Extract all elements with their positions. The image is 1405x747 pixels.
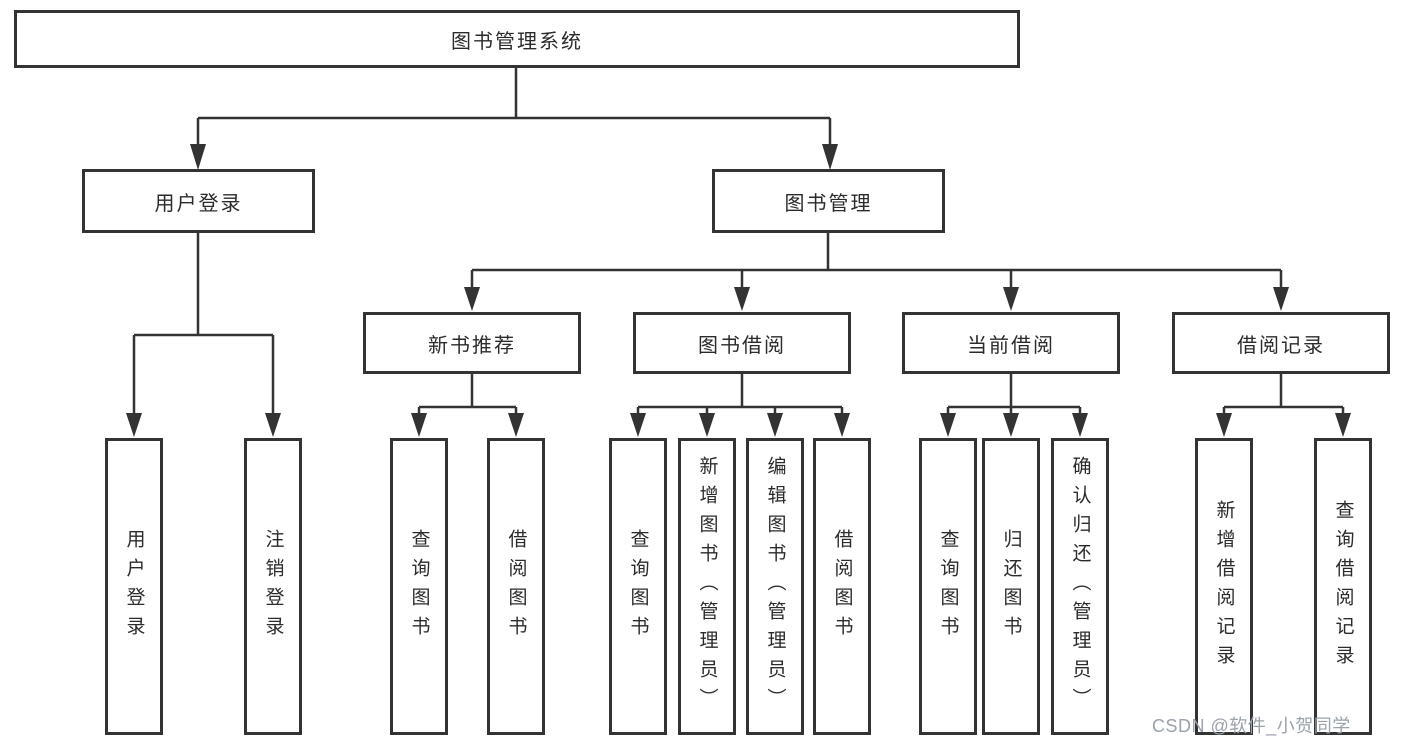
leaf-add-borrow-record: 新增借阅记录 [1195,438,1253,735]
node-new-book-recommendation-label: 新书推荐 [428,334,516,357]
node-current-borrowing-label: 当前借阅 [967,334,1055,357]
node-borrowing-records-label: 借阅记录 [1237,334,1325,357]
node-new-book-recommendation: 新书推荐 [363,312,581,374]
node-current-borrowing: 当前借阅 [902,312,1120,374]
leaf-user-login: 用户登录 [105,438,163,735]
leaf-query-books-current-label: 查询图书 [937,528,959,645]
leaf-add-book-admin: 新增图书（管理员） [678,438,736,735]
leaf-query-books-recommend-label: 查询图书 [408,528,430,645]
watermark: CSDN @软件_小贺同学 [1152,716,1351,736]
leaf-query-borrow-record: 查询借阅记录 [1314,438,1372,735]
node-system-root-label: 图书管理系统 [451,30,583,53]
leaf-query-books-current: 查询图书 [919,438,977,735]
leaf-borrow-books-recommend: 借阅图书 [487,438,545,735]
leaf-query-books-borrowing-label: 查询图书 [627,528,649,645]
leaf-logout-label: 注销登录 [262,528,284,645]
connector-borrowing-records-children [1222,374,1345,419]
arrowheads-new-book-children [411,413,524,437]
connector-book-borrowing-children [636,374,844,419]
arrowheads-user-login-children [126,413,281,437]
leaf-borrow-books-borrowing-label: 借阅图书 [831,528,853,645]
node-system-root: 图书管理系统 [14,10,1020,68]
arrowheads-book-borrowing-children [630,413,850,437]
connector-new-book-children [417,374,518,419]
leaf-user-login-label: 用户登录 [123,528,145,645]
leaf-edit-book-admin-label: 编辑图书（管理员） [764,456,786,717]
leaf-logout: 注销登录 [244,438,302,735]
connector-root-to-level2 [196,68,832,150]
arrowheads-level2 [190,144,838,170]
node-book-management-label: 图书管理 [784,192,873,215]
arrowheads-borrowing-records-children [1216,413,1351,437]
node-user-login: 用户登录 [82,169,315,233]
node-borrowing-records: 借阅记录 [1172,312,1390,374]
node-book-borrowing-label: 图书借阅 [698,334,786,357]
node-user-login-label: 用户登录 [154,192,243,215]
arrowheads-level3 [464,287,1289,311]
leaf-confirm-return-admin: 确认归还（管理员） [1051,438,1109,735]
leaf-add-borrow-record-label: 新增借阅记录 [1213,499,1235,674]
leaf-borrow-books-borrowing: 借阅图书 [813,438,871,735]
connector-user-login-children [132,233,275,419]
arrowheads-current-borrowing-children [940,413,1088,437]
node-book-management: 图书管理 [712,169,945,233]
leaf-query-books-borrowing: 查询图书 [609,438,667,735]
leaf-return-books: 归还图书 [982,438,1040,735]
leaf-add-book-admin-label: 新增图书（管理员） [696,456,718,717]
leaf-edit-book-admin: 编辑图书（管理员） [746,438,804,735]
connector-book-management-to-level3 [470,233,1283,293]
leaf-borrow-books-recommend-label: 借阅图书 [505,528,527,645]
leaf-query-borrow-record-label: 查询借阅记录 [1332,499,1354,674]
leaf-return-books-label: 归还图书 [1000,528,1022,645]
node-book-borrowing: 图书借阅 [633,312,851,374]
connector-current-borrowing-children [946,374,1082,419]
leaf-confirm-return-admin-label: 确认归还（管理员） [1069,456,1091,717]
leaf-query-books-recommend: 查询图书 [390,438,448,735]
